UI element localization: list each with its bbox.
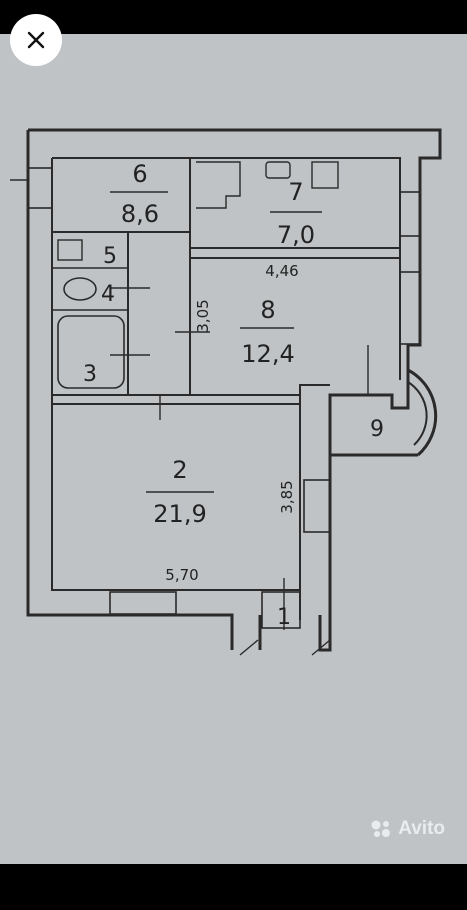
room-area: 7,0 xyxy=(277,221,315,249)
watermark: Avito xyxy=(370,818,445,840)
top-bar xyxy=(0,0,467,34)
room-number: 9 xyxy=(370,417,384,442)
dimension-label: 4,46 xyxy=(265,262,298,280)
dimension-label: 3,85 xyxy=(278,480,296,513)
room-number: 6 xyxy=(132,160,147,188)
dimension-label: 5,70 xyxy=(165,566,198,584)
outer-wall xyxy=(28,128,442,457)
room-area: 12,4 xyxy=(241,340,294,368)
room-number: 1 xyxy=(277,605,291,630)
close-button[interactable] xyxy=(10,14,62,66)
room-number: 3 xyxy=(83,362,97,387)
room-number: 2 xyxy=(172,456,187,484)
watermark-text: Avito xyxy=(398,818,445,839)
dimension-label: 3,05 xyxy=(194,299,212,332)
room-number: 7 xyxy=(288,178,303,206)
room-area: 21,9 xyxy=(153,500,206,528)
bottom-bar xyxy=(0,864,467,910)
close-icon xyxy=(27,31,45,49)
room-number: 5 xyxy=(103,244,117,269)
room-area: 8,6 xyxy=(121,200,159,228)
room-number: 8 xyxy=(260,296,275,324)
room-number: 4 xyxy=(101,282,115,307)
floor-plan-photo: 6 8,6 7 7,0 5 4 8 12,4 3 9 2 21,9 1 4,46… xyxy=(0,34,467,864)
floor-plan: 6 8,6 7 7,0 5 4 8 12,4 3 9 2 21,9 1 4,46… xyxy=(10,128,442,656)
avito-dots-icon xyxy=(371,820,391,837)
